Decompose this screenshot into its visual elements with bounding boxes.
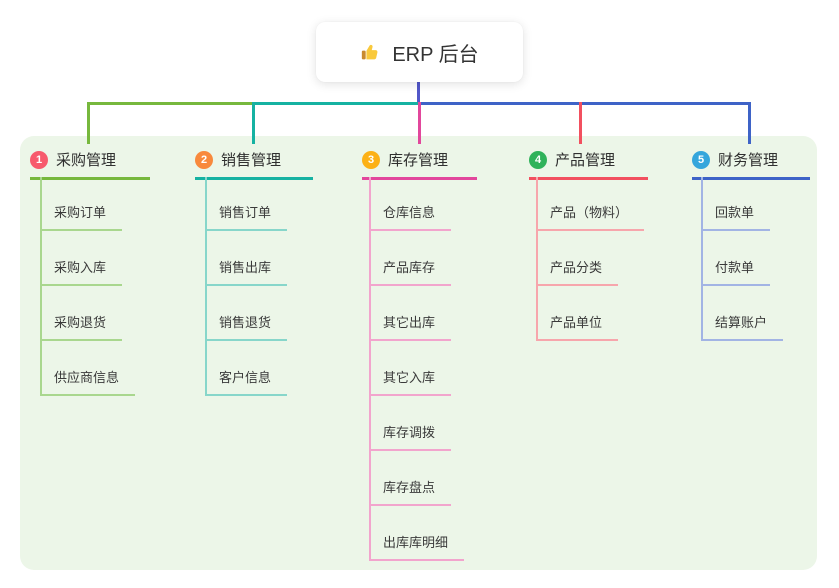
child-node[interactable]: 仓库信息 xyxy=(369,203,452,231)
branch-label: 销售管理 xyxy=(221,152,282,169)
branch-drop-line xyxy=(252,102,255,144)
branch-number-badge: 5 xyxy=(692,150,710,169)
child-node[interactable]: 采购订单 xyxy=(40,203,123,231)
child-spine-line xyxy=(701,177,703,339)
child-node[interactable]: 产品（物料） xyxy=(536,203,645,231)
thumbs-up-icon xyxy=(360,41,382,63)
bus-segment xyxy=(252,102,418,105)
child-node[interactable]: 销售退货 xyxy=(205,313,288,341)
branch-node[interactable]: 2 销售管理 xyxy=(195,149,313,180)
branch-number-badge: 1 xyxy=(30,150,48,169)
branch-drop-line xyxy=(418,102,421,144)
child-node[interactable]: 其它入库 xyxy=(369,368,452,396)
bus-segment xyxy=(87,102,252,105)
branch-number-badge: 4 xyxy=(529,150,547,169)
child-node[interactable]: 客户信息 xyxy=(205,368,288,396)
branch-node[interactable]: 4 产品管理 xyxy=(529,149,648,180)
child-node[interactable]: 采购退货 xyxy=(40,313,123,341)
child-spine-line xyxy=(369,177,371,559)
branch-node[interactable]: 1 采购管理 xyxy=(30,149,150,180)
map-panel xyxy=(20,136,817,570)
child-node[interactable]: 结算账户 xyxy=(701,313,784,341)
root-connector-line xyxy=(417,82,420,105)
branch-label: 采购管理 xyxy=(56,152,117,169)
child-node[interactable]: 库存调拨 xyxy=(369,423,452,451)
child-node[interactable]: 库存盘点 xyxy=(369,478,452,506)
child-node[interactable]: 销售订单 xyxy=(205,203,288,231)
child-node[interactable]: 采购入库 xyxy=(40,258,123,286)
child-node[interactable]: 产品分类 xyxy=(536,258,619,286)
child-node[interactable]: 付款单 xyxy=(701,258,771,286)
branch-label: 财务管理 xyxy=(718,152,779,169)
child-node[interactable]: 出库库明细 xyxy=(369,533,465,561)
branch-node[interactable]: 5 财务管理 xyxy=(692,149,810,180)
branch-label: 产品管理 xyxy=(555,152,616,169)
child-node[interactable]: 回款单 xyxy=(701,203,771,231)
branch-drop-line xyxy=(87,102,90,144)
child-node[interactable]: 其它出库 xyxy=(369,313,452,341)
branch-label: 库存管理 xyxy=(388,152,449,169)
branch-drop-line xyxy=(748,102,751,144)
branch-number-badge: 2 xyxy=(195,150,213,169)
child-node[interactable]: 销售出库 xyxy=(205,258,288,286)
root-node[interactable]: ERP 后台 xyxy=(316,22,523,82)
child-node[interactable]: 产品库存 xyxy=(369,258,452,286)
bus-segment xyxy=(418,102,751,105)
branch-number-badge: 3 xyxy=(362,150,380,169)
root-label: ERP 后台 xyxy=(392,43,479,66)
child-node[interactable]: 供应商信息 xyxy=(40,368,136,396)
branch-drop-line xyxy=(579,102,582,144)
child-spine-line xyxy=(536,177,538,339)
branch-node[interactable]: 3 库存管理 xyxy=(362,149,477,180)
child-node[interactable]: 产品单位 xyxy=(536,313,619,341)
